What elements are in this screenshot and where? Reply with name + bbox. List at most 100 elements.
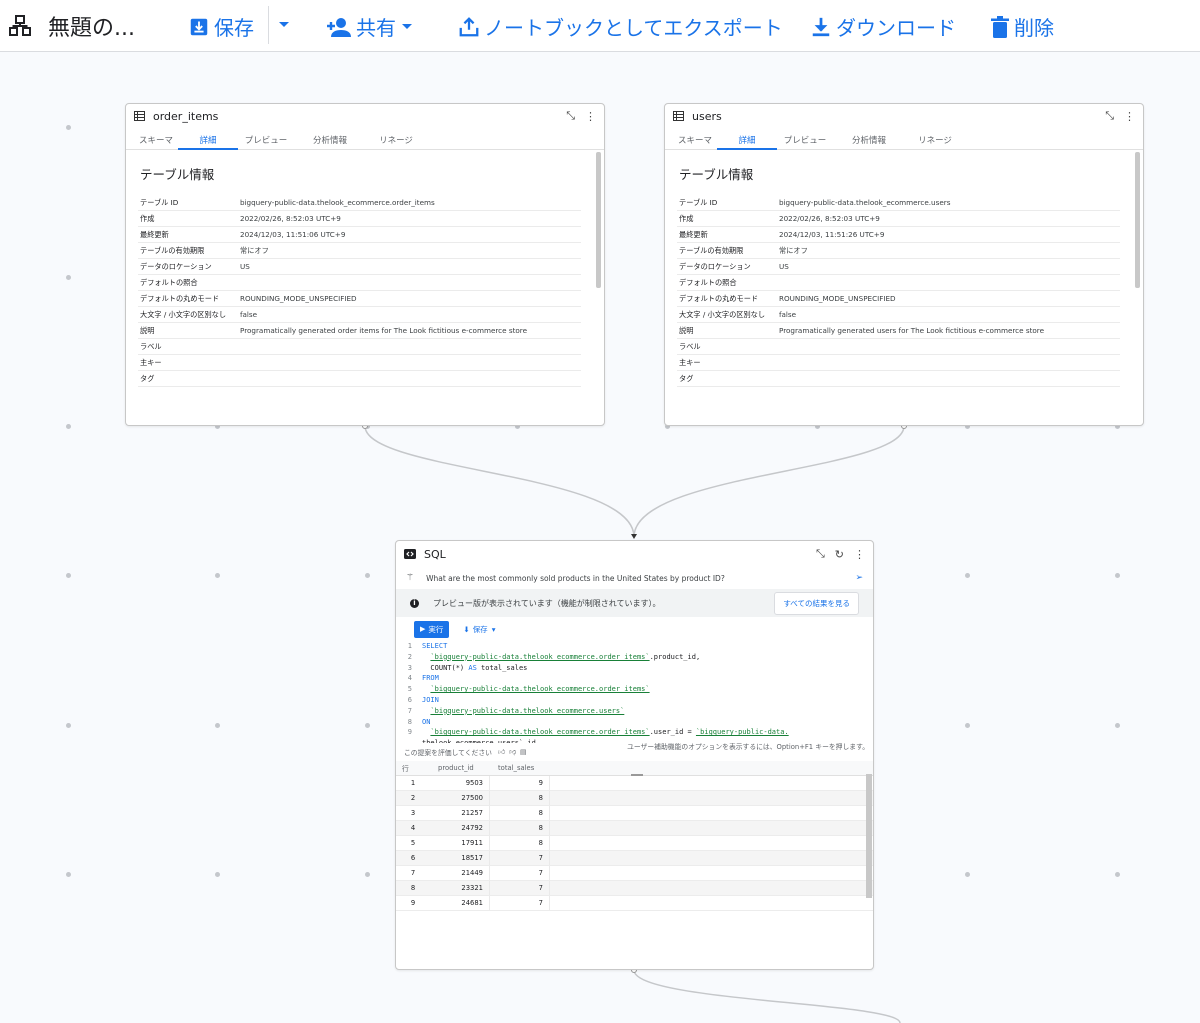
order-items-card[interactable]: order_items ⤡ ⋮ スキーマ 詳細 プレビュー 分析情報 リネージ … bbox=[125, 103, 605, 426]
product-id-cell: 23321 bbox=[430, 881, 490, 895]
product-id-cell: 21449 bbox=[430, 866, 490, 880]
pipeline-canvas[interactable]: order_items ⤡ ⋮ スキーマ 詳細 プレビュー 分析情報 リネージ … bbox=[0, 52, 1200, 1023]
code-icon bbox=[404, 549, 416, 559]
save-query-button[interactable]: ⬇ 保存 ▾ bbox=[463, 624, 496, 634]
refresh-icon[interactable]: ↻ bbox=[834, 547, 844, 561]
thumbs-down-icon[interactable]: 👎︎ bbox=[509, 748, 516, 756]
caret-down-icon bbox=[279, 22, 289, 27]
delete-button[interactable]: 削除 bbox=[990, 12, 1054, 41]
info-key: テーブル ID bbox=[677, 195, 777, 211]
comment-icon[interactable]: ▤ bbox=[519, 748, 527, 756]
info-key: 最終更新 bbox=[677, 226, 777, 243]
col-header-row: 行 bbox=[402, 765, 409, 773]
sql-card[interactable]: SQL ⤡ ↻ ⋮ ⚚ What are the most commonly s… bbox=[395, 540, 874, 970]
collapse-icon[interactable]: ⤡ bbox=[566, 109, 575, 122]
info-key: テーブルの有効期限 bbox=[677, 242, 777, 259]
feedback-bar: この提案を評価してください 👍︎ 👎︎ ▤ ユーザー補助機能のオプションを表示す… bbox=[396, 743, 873, 761]
code-token: FROM bbox=[422, 674, 439, 683]
more-options-icon[interactable]: ⋮ bbox=[854, 547, 865, 561]
grid-dot bbox=[215, 872, 220, 877]
resize-handle[interactable] bbox=[631, 774, 643, 776]
info-row: タグ bbox=[677, 370, 1120, 387]
download-button[interactable]: ダウンロード bbox=[810, 12, 956, 41]
info-value bbox=[238, 274, 581, 291]
info-key: ラベル bbox=[677, 338, 777, 355]
thumbs-up-icon[interactable]: 👍︎ bbox=[497, 748, 506, 756]
grid-dot bbox=[365, 573, 370, 578]
feedback-label: この提案を評価してください bbox=[404, 749, 492, 757]
info-row: ラベル bbox=[677, 338, 1120, 355]
tab-details[interactable]: 詳細 bbox=[717, 128, 777, 150]
users-card[interactable]: users ⤡ ⋮ スキーマ 詳細 プレビュー 分析情報 リネージ テーブル情報… bbox=[664, 103, 1144, 426]
save-menu-button[interactable] bbox=[268, 6, 295, 44]
card-header: users ⤡ ⋮ bbox=[665, 104, 1143, 128]
tab-lineage[interactable]: リネージ bbox=[379, 136, 413, 146]
info-key: テーブルの有効期限 bbox=[138, 242, 238, 259]
card-tabs: スキーマ 詳細 プレビュー 分析情報 リネージ bbox=[665, 128, 1143, 150]
tab-details[interactable]: 詳細 bbox=[178, 128, 238, 150]
code-token: SELECT bbox=[422, 642, 448, 650]
grid-dot bbox=[1115, 424, 1120, 429]
line-number: 5 bbox=[407, 685, 412, 694]
more-options-icon[interactable]: ⋮ bbox=[585, 109, 596, 123]
collapse-icon[interactable]: ⤡ bbox=[815, 547, 825, 560]
save-button[interactable]: 保存 bbox=[188, 12, 254, 41]
tab-insights[interactable]: 分析情報 bbox=[312, 136, 347, 146]
total-sales-cell: 8 bbox=[490, 791, 550, 805]
grid-dot bbox=[515, 424, 520, 429]
info-row: テーブルの有効期限常にオフ bbox=[138, 242, 581, 259]
code-token: `bigquery-public-data.thelook_ecommerce.… bbox=[430, 652, 650, 661]
tab-preview[interactable]: プレビュー bbox=[244, 136, 288, 146]
info-key: 説明 bbox=[138, 322, 238, 339]
tab-schema[interactable]: スキーマ bbox=[677, 136, 712, 146]
info-value: 2024/12/03, 11:51:26 UTC+9 bbox=[777, 226, 1120, 243]
col-header-total-sales[interactable]: total_sales bbox=[498, 764, 535, 772]
results-scrollbar[interactable] bbox=[866, 774, 872, 898]
run-button[interactable]: ▶ 実行 bbox=[414, 620, 450, 638]
share-button[interactable]: 共有 bbox=[326, 12, 418, 41]
canvas-title: 無題の... bbox=[8, 10, 135, 42]
info-value: Programatically generated order items fo… bbox=[238, 322, 581, 339]
play-icon: ▶ bbox=[420, 625, 426, 633]
tab-lineage[interactable]: リネージ bbox=[918, 136, 952, 146]
info-icon: i bbox=[410, 598, 419, 608]
info-value bbox=[238, 338, 581, 355]
info-value: 2022/02/26, 8:52:03 UTC+9 bbox=[777, 210, 1120, 227]
tab-insights[interactable]: 分析情報 bbox=[851, 136, 886, 146]
send-icon[interactable]: ➢ bbox=[855, 573, 863, 583]
tab-preview[interactable]: プレビュー bbox=[783, 136, 827, 146]
col-header-product-id[interactable]: product_id bbox=[438, 764, 474, 772]
info-key: データのロケーション bbox=[677, 258, 777, 275]
see-all-results-button[interactable]: すべての結果を見る bbox=[774, 591, 859, 615]
grid-dot bbox=[365, 723, 370, 728]
card-header: order_items ⤡ ⋮ bbox=[126, 104, 604, 128]
section-title: テーブル情報 bbox=[140, 167, 215, 182]
row-number-cell: 2 bbox=[410, 794, 416, 802]
code-token: AS bbox=[468, 663, 477, 672]
scrollbar[interactable] bbox=[596, 152, 601, 288]
export-notebook-button[interactable]: ノートブックとしてエクスポート bbox=[458, 12, 783, 41]
code-token: .user_id = bbox=[649, 728, 696, 737]
scrollbar[interactable] bbox=[1135, 152, 1140, 288]
info-key: 大文字 / 小文字の区別なし bbox=[138, 306, 238, 323]
info-value: 常にオフ bbox=[238, 242, 581, 259]
prompt-input[interactable]: What are the most commonly sold products… bbox=[426, 573, 725, 583]
more-options-icon[interactable]: ⋮ bbox=[1124, 109, 1135, 123]
collapse-icon[interactable]: ⤡ bbox=[1105, 109, 1114, 122]
line-number: 4 bbox=[407, 674, 412, 683]
grid-dot bbox=[215, 573, 220, 578]
code-token: `bigquery-public-data. bbox=[695, 728, 789, 737]
tab-schema[interactable]: スキーマ bbox=[138, 136, 173, 146]
